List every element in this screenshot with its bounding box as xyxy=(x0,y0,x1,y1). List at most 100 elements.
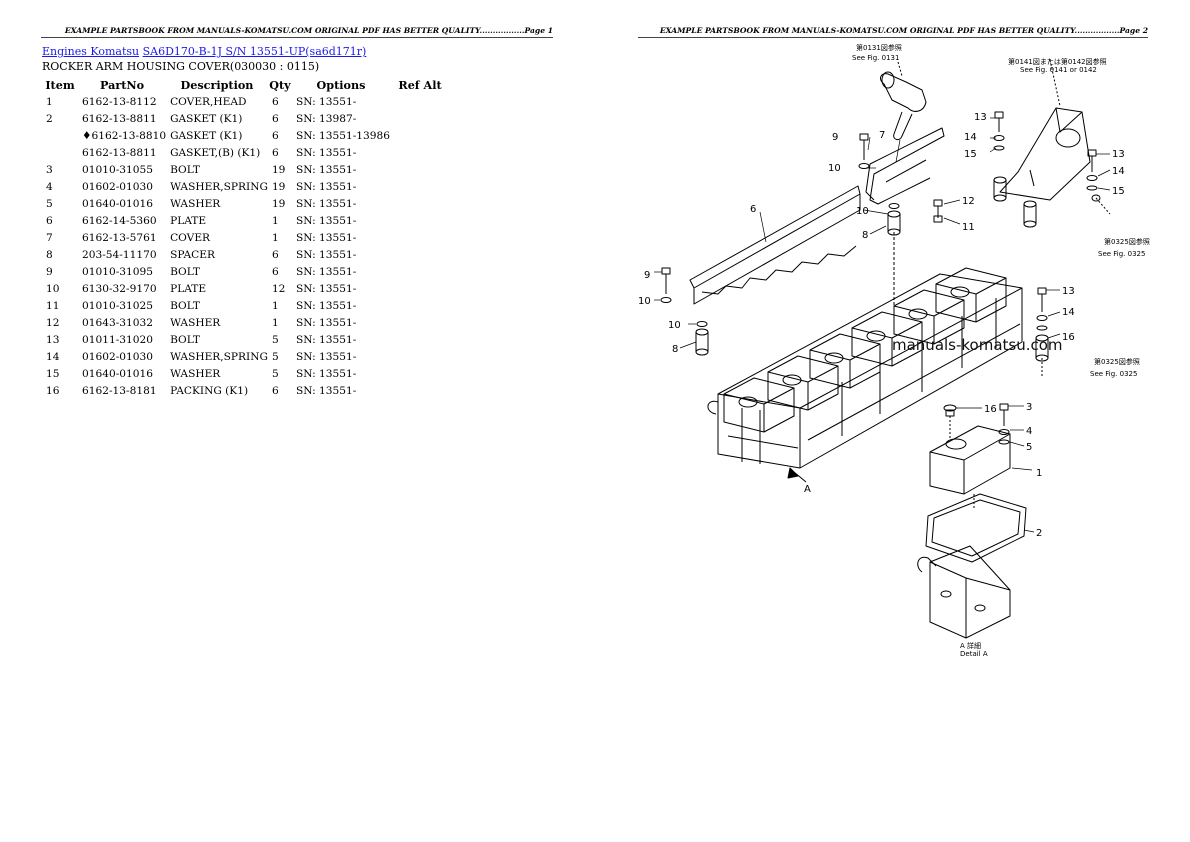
callout-9-left: 9 xyxy=(644,270,650,281)
cell-partno: ♦6162-13-8810 xyxy=(82,129,167,142)
cell-options: SN: 13551- xyxy=(295,299,357,312)
cell-ref-alt xyxy=(390,195,450,212)
cell-qty: 12 xyxy=(271,282,286,295)
callout-10-lower: 10 xyxy=(668,320,681,331)
cell-item xyxy=(42,127,78,144)
cell-description: COVER xyxy=(170,231,211,244)
cell-description: WASHER xyxy=(170,316,221,329)
callout-14-lower: 14 xyxy=(1062,307,1075,318)
callout-12: 12 xyxy=(962,196,975,207)
cell-description: BOLT xyxy=(170,333,200,346)
note-fig-0325-lower-jp: 第0325図参照 xyxy=(1094,357,1140,366)
cell-partno: 6162-14-5360 xyxy=(82,214,157,227)
section-title: ROCKER ARM HOUSING COVER(030030 : 0115) xyxy=(42,60,320,73)
gasket-2 xyxy=(925,493,1027,563)
cover-7 xyxy=(865,127,945,205)
cell-partno: 01602-01030 xyxy=(82,350,153,363)
callout-5: 5 xyxy=(1026,442,1032,453)
cell-item: 2 xyxy=(46,112,53,125)
cell-options: SN: 13551- xyxy=(295,384,357,397)
cell-options: SN: 13551- xyxy=(295,146,357,159)
head-cover-detail xyxy=(929,403,1011,495)
cell-ref-alt xyxy=(390,212,450,229)
cell-qty: 5 xyxy=(271,333,279,346)
cell-partno: 6162-13-8811 xyxy=(82,112,157,125)
cell-item: 3 xyxy=(46,163,53,176)
cell-options: SN: 13551- xyxy=(295,333,357,346)
cell-ref-alt xyxy=(390,348,450,365)
cell-partno: 6130-32-9170 xyxy=(82,282,157,295)
cell-item: 7 xyxy=(46,231,53,244)
view-arrow-a xyxy=(787,467,807,483)
cell-ref-alt xyxy=(390,127,450,144)
note-fig-0325-lower: See Fig. 0325 xyxy=(1090,370,1137,378)
callout-10-mid: 10 xyxy=(856,206,869,217)
parts-table: Item PartNo Description Qty Options Ref … xyxy=(42,76,450,399)
watermark: manuals-komatsu.com xyxy=(892,336,1063,354)
callout-16-detail: 16 xyxy=(984,404,997,415)
cell-item: 11 xyxy=(46,299,60,312)
cell-options: SN: 13551- xyxy=(295,180,357,193)
breadcrumb-link-model[interactable]: SA6D170-B-1J S/N 13551-UP(sa6d171r) xyxy=(142,45,367,58)
callout-10-top: 10 xyxy=(828,163,841,174)
callout-8-mid: 8 xyxy=(862,230,868,241)
cell-partno: 6162-13-8181 xyxy=(82,384,157,397)
cell-partno: 01640-01016 xyxy=(82,367,153,380)
breadcrumb-link-engines[interactable]: Engines Komatsu xyxy=(42,45,140,58)
cell-qty: 6 xyxy=(271,112,279,125)
cell-item: 9 xyxy=(46,265,53,278)
callout-14-right: 14 xyxy=(1112,166,1125,177)
cell-options: SN: 13551- xyxy=(295,197,357,210)
cell-description: WASHER,SPRING xyxy=(170,180,268,193)
cell-qty: 1 xyxy=(271,299,279,312)
cell-item: 16 xyxy=(46,384,60,397)
page-header-left: EXAMPLE PARTSBOOK FROM MANUALS-KOMATSU.C… xyxy=(41,25,553,38)
note-fig-0325-upper: See Fig. 0325 xyxy=(1098,250,1145,258)
cell-ref-alt xyxy=(390,382,450,399)
callout-13-lower: 13 xyxy=(1062,286,1075,297)
cell-description: COVER,HEAD xyxy=(170,95,247,108)
bracket-assembly xyxy=(993,59,1111,228)
cell-options: SN: 13551- xyxy=(295,163,357,176)
cell-description: PACKING (K1) xyxy=(170,384,249,397)
callout-4: 4 xyxy=(1026,426,1032,437)
cell-description: PLATE xyxy=(170,282,207,295)
cell-qty: 1 xyxy=(271,316,279,329)
cell-description: WASHER xyxy=(170,197,221,210)
breadcrumb: Engines Komatsu SA6D170-B-1J S/N 13551-U… xyxy=(42,45,366,59)
cell-description: GASKET (K1) xyxy=(170,129,243,142)
note-detail-a: Detail A xyxy=(960,650,988,658)
cell-options: SN: 13551-13986 xyxy=(295,129,391,142)
cell-description: GASKET (K1) xyxy=(170,112,243,125)
cell-qty: 19 xyxy=(271,197,286,210)
note-fig-0131-jp: 第0131図参照 xyxy=(856,43,902,52)
cell-item: 15 xyxy=(46,367,60,380)
note-fig-0141-jp: 第0141図または第0142図参照 xyxy=(1008,57,1107,66)
note-fig-0131: See Fig. 0131 xyxy=(852,54,899,62)
cell-options: SN: 13551- xyxy=(295,367,357,380)
top-assembly xyxy=(880,61,927,141)
cell-ref-alt xyxy=(390,297,450,314)
cell-partno: 6162-13-5761 xyxy=(82,231,157,244)
detail-a-block xyxy=(917,545,1011,639)
callout-10-left: 10 xyxy=(638,296,651,307)
fasteners-left xyxy=(660,133,943,356)
cell-description: BOLT xyxy=(170,265,200,278)
cell-options: SN: 13551- xyxy=(295,231,357,244)
cell-item: 10 xyxy=(46,282,60,295)
cell-description: PLATE xyxy=(170,214,207,227)
cell-ref-alt xyxy=(390,246,450,263)
cell-ref-alt xyxy=(390,110,450,127)
cell-qty: 1 xyxy=(271,214,279,227)
cell-options: SN: 13551- xyxy=(295,248,357,261)
